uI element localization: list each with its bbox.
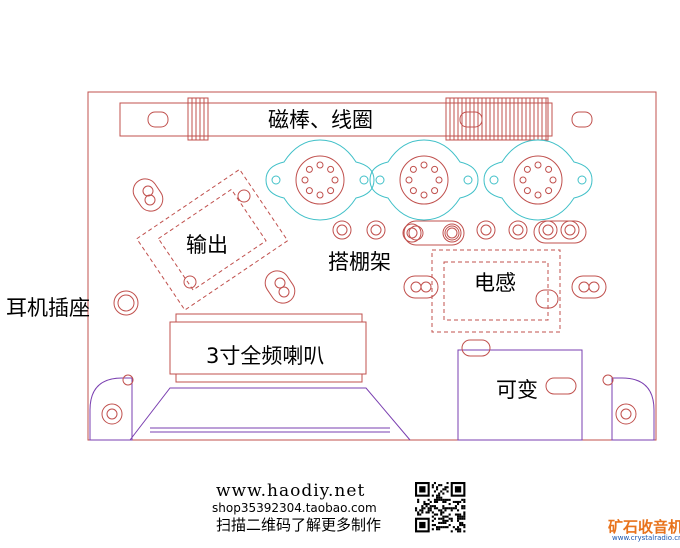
ferrite-rod-strip: [119, 102, 553, 137]
tube-sockets: [265, 139, 593, 221]
earphone-jack: [113, 290, 139, 316]
mount-left: [89, 377, 133, 441]
inductor-choke: [431, 249, 561, 333]
footer-note: 扫描二维码了解更多制作: [216, 516, 382, 534]
brand-logo-text: 矿石收音机: [608, 518, 680, 536]
variable-capacitor: [457, 349, 583, 441]
footer-website[interactable]: www.haodiy.net: [216, 481, 366, 501]
coil-right: [445, 97, 549, 141]
speaker-cone: [129, 387, 411, 441]
tube-socket-1: [265, 139, 375, 221]
coil-left: [187, 97, 209, 141]
tube-socket-3: [483, 139, 593, 221]
label-variable-cap: 可变: [496, 378, 538, 402]
output-transformer: [136, 168, 289, 311]
brand-url[interactable]: www.crystalradio.cn: [612, 534, 680, 542]
mount-right: [611, 377, 655, 441]
label-output: 输出: [186, 233, 228, 257]
chassis-outline: [87, 91, 657, 441]
tube-socket-2: [369, 139, 479, 221]
label-earphone: 耳机插座: [6, 296, 90, 320]
qr-code: [414, 481, 467, 534]
footer-shop[interactable]: shop35392304.taobao.com: [212, 501, 377, 515]
label-rack: 搭棚架: [328, 250, 391, 274]
label-speaker: 3寸全频喇叭: [206, 344, 325, 368]
label-inductor: 电感: [474, 271, 516, 295]
label-rod-coil: 磁棒、线圈: [268, 108, 373, 132]
